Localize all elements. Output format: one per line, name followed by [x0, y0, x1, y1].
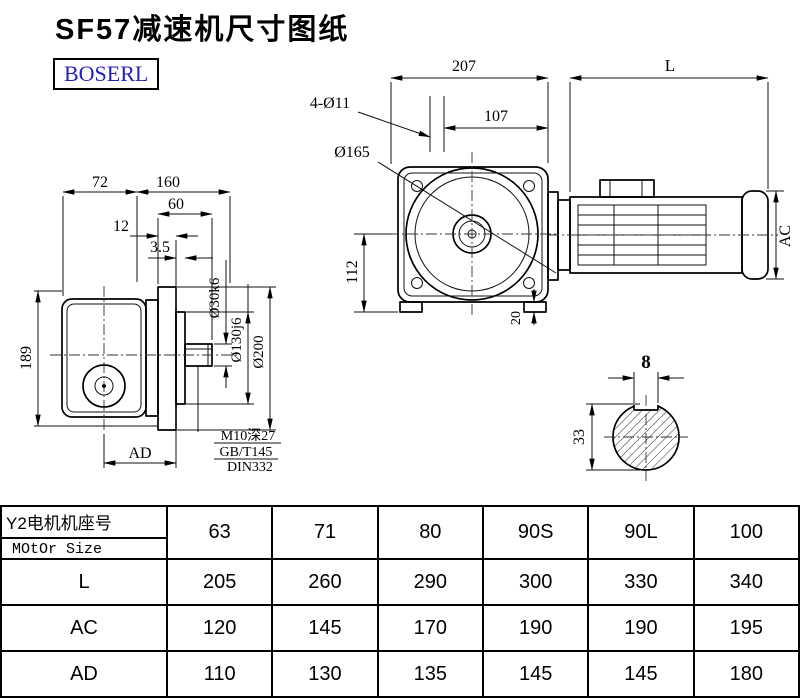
table-cell: 145 [481, 650, 590, 698]
dim-33: 33 [571, 429, 588, 445]
table-cell: 100 [692, 505, 800, 560]
std-din-note: DIN332 [227, 460, 273, 475]
dia-flange-label: Ø200 [251, 335, 267, 368]
table-row: AC 120 145 170 190 190 195 [0, 604, 800, 652]
centerlines [50, 286, 240, 432]
dim-207: 207 [452, 58, 476, 75]
spec-table: Y2电机机座号 MOtOr Size 63 71 80 90S 90L 100 … [0, 505, 800, 698]
left-view-dimension-lines [34, 189, 281, 468]
dim-ac: AC [777, 225, 794, 247]
thread-note: M10深27 [221, 428, 275, 444]
dim-72: 72 [92, 174, 108, 191]
table-cell: 90S [481, 505, 590, 560]
left-side-view: 72 160 60 12 3.5 189 AD Ø30k6 Ø130j6 Ø20… [18, 174, 281, 475]
motor-size-label-cn: Y2电机机座号 [2, 507, 166, 539]
table-cell: 290 [376, 558, 484, 606]
table-cell: 71 [271, 505, 379, 560]
table-cell: 190 [587, 604, 695, 652]
table-cell: 170 [376, 604, 484, 652]
dim-l: L [665, 56, 675, 75]
table-cell: 340 [692, 558, 800, 606]
dia-pilot-label: Ø130j6 [229, 317, 245, 363]
dim-20: 20 [509, 311, 524, 325]
front-view-dimension-lines [354, 75, 784, 325]
table-cell: 110 [165, 650, 274, 698]
boserl-logo: BOSERL [53, 58, 160, 90]
keyway [633, 405, 659, 411]
shaft-dimension-lines [586, 372, 684, 471]
shaft-section-view: 8 33 [571, 352, 688, 481]
table-cell: 90L [587, 505, 695, 560]
dim-8: 8 [641, 352, 651, 373]
std-gb-note: GB/T145 [220, 445, 273, 460]
dia-165-label: Ø165 [334, 144, 370, 161]
dim-189: 189 [18, 346, 35, 370]
table-cell: 180 [692, 650, 800, 698]
motor-size-label-en: MOtOr Size [12, 541, 103, 558]
table-cell: 120 [165, 604, 274, 652]
table-cell: 260 [271, 558, 379, 606]
dim-160: 160 [156, 174, 180, 191]
table-row: L 205 260 290 300 330 340 [0, 558, 800, 606]
table-cell: 190 [481, 604, 590, 652]
technical-drawing: 72 160 60 12 3.5 189 AD Ø30k6 Ø130j6 Ø20… [18, 56, 794, 481]
table-cell: 130 [271, 650, 379, 698]
dim-107: 107 [484, 108, 508, 125]
table-cell: 80 [376, 505, 484, 560]
dim-60: 60 [168, 196, 184, 213]
table-cell: 145 [587, 650, 695, 698]
table-cell: 63 [165, 505, 274, 560]
dim-ad: AD [128, 445, 151, 462]
table-header-row: Y2电机机座号 MOtOr Size 63 71 80 90S 90L 100 [0, 505, 800, 560]
dim-12: 12 [113, 218, 129, 235]
dia-shaft-label: Ø30k6 [207, 277, 223, 318]
table-cell: 205 [165, 558, 274, 606]
motor-assembly [547, 179, 778, 281]
row-label-L: L [0, 558, 168, 606]
bolt-holes [411, 180, 535, 289]
dim-112: 112 [344, 260, 361, 283]
table-row: AD 110 130 135 145 145 180 [0, 650, 800, 698]
table-cell: 330 [587, 558, 695, 606]
front-view: 207 L 4-Ø11 107 Ø165 112 20 AC [310, 56, 794, 325]
row-label-AD: AD [0, 650, 168, 698]
main-circles [377, 152, 557, 316]
output-flange [145, 286, 213, 431]
table-cell: 195 [692, 604, 800, 652]
motor-size-header-cell: Y2电机机座号 MOtOr Size [0, 505, 168, 560]
table-cell: 145 [271, 604, 379, 652]
dim-3-5: 3.5 [150, 239, 170, 256]
row-label-AC: AC [0, 604, 168, 652]
table-cell: 300 [481, 558, 590, 606]
table-cell: 135 [376, 650, 484, 698]
holes-note: 4-Ø11 [310, 95, 350, 112]
page-title: SF57减速机尺寸图纸 [55, 14, 350, 46]
